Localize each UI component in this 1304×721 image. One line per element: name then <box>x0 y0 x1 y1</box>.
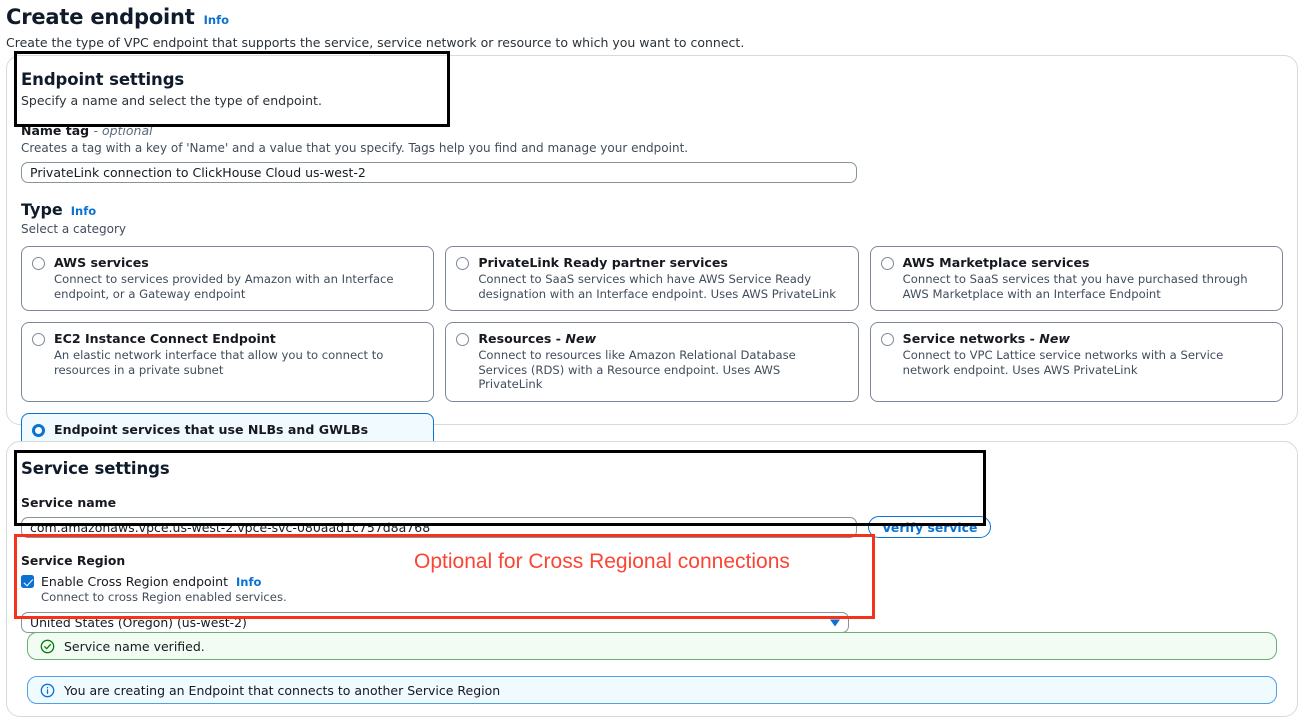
alert-text: You are creating an Endpoint that connec… <box>64 682 501 698</box>
verify-service-button[interactable]: Verify service <box>868 516 992 538</box>
type-option-description: Connect to services provided by Amazon w… <box>54 272 394 301</box>
service-settings-panel: Service settings Service name Verify ser… <box>6 441 1298 717</box>
name-tag-optional-suffix: - optional <box>93 123 153 138</box>
service-name-field-group: Service name Verify service <box>21 495 1283 538</box>
name-tag-field-group: Name tag - optional Creates a tag with a… <box>21 123 1283 183</box>
type-option-title: EC2 Instance Connect Endpoint <box>54 331 276 346</box>
annotation-optional-cross-regional: Optional for Cross Regional connections <box>414 550 790 573</box>
service-name-input[interactable] <box>21 516 857 538</box>
enable-cross-region-hint: Connect to cross Region enabled services… <box>41 590 287 604</box>
type-option-description: Connect to VPC Lattice service networks … <box>902 348 1224 377</box>
page-title-row: Create endpoint Info <box>6 4 1304 30</box>
radio-icon[interactable] <box>456 333 470 346</box>
type-option-service-networks[interactable]: Service networks - New Connect to VPC La… <box>869 322 1283 402</box>
service-region-label: Service Region <box>21 553 126 568</box>
type-label: Type <box>21 200 63 219</box>
name-tag-label: Name tag - optional <box>21 123 1283 139</box>
radio-icon[interactable] <box>456 257 470 270</box>
type-option-title: Resources - New <box>478 331 847 347</box>
radio-icon[interactable] <box>32 257 45 270</box>
type-option-title: AWS Marketplace services <box>902 255 1090 270</box>
service-region-select-wrap: United States (Oregon) (us-west-2) <box>21 612 849 633</box>
enable-cross-region-checkbox[interactable] <box>21 575 34 588</box>
page-info-link[interactable]: Info <box>203 13 230 27</box>
type-option-aws-services[interactable]: AWS services Connect to services provide… <box>21 246 435 311</box>
type-option-badge: New <box>1039 331 1071 346</box>
type-option-description: Connect to SaaS services that you have p… <box>902 272 1248 301</box>
check-circle-icon <box>40 639 55 653</box>
alert-cross-service-region: You are creating an Endpoint that connec… <box>27 676 1277 704</box>
type-hint: Select a category <box>21 222 127 236</box>
type-option-aws-marketplace-services[interactable]: AWS Marketplace services Connect to SaaS… <box>869 246 1283 311</box>
type-heading-row: Type Info <box>21 200 1283 220</box>
service-settings-title: Service settings <box>21 459 170 478</box>
info-circle-icon <box>40 683 55 697</box>
type-option-description: Connect to resources like Amazon Relatio… <box>478 348 796 391</box>
service-name-label: Service name <box>21 495 117 510</box>
radio-icon-selected[interactable] <box>32 423 45 437</box>
page-header: Create endpoint Info Create the type of … <box>0 0 1304 51</box>
name-tag-input[interactable] <box>21 162 857 183</box>
type-option-description: An elastic network interface that allow … <box>54 348 384 377</box>
type-option-badge: New <box>565 331 597 346</box>
type-option-title: AWS services <box>54 255 149 270</box>
endpoint-settings-panel: Endpoint settings Specify a name and sel… <box>6 51 1298 507</box>
type-option-ec2-instance-connect-endpoint[interactable]: EC2 Instance Connect Endpoint An elastic… <box>21 322 435 402</box>
type-option-title: Service networks - New <box>903 331 1272 347</box>
alert-text: Service name verified. <box>64 638 205 654</box>
type-option-title: PrivateLink Ready partner services <box>478 255 728 270</box>
type-option-description: Connect to SaaS services which have AWS … <box>478 272 836 301</box>
type-option-title: Endpoint services that use NLBs and GWLB… <box>54 421 369 437</box>
type-option-privatelink-ready-partner-services[interactable]: PrivateLink Ready partner services Conne… <box>445 246 859 311</box>
type-option-title-text: Service networks - <box>902 331 1035 346</box>
name-tag-hint: Creates a tag with a key of 'Name' and a… <box>21 141 689 155</box>
type-option-title-text: Resources - <box>478 331 562 346</box>
radio-icon[interactable] <box>880 333 894 346</box>
radio-icon[interactable] <box>880 257 894 270</box>
alert-service-name-verified: Service name verified. <box>27 632 1277 660</box>
enable-cross-region-row[interactable]: Enable Cross Region endpoint Info Connec… <box>21 574 1283 605</box>
cross-region-info-link[interactable]: Info <box>235 575 262 589</box>
endpoint-settings-title: Endpoint settings <box>21 70 185 89</box>
name-tag-label-text: Name tag <box>21 123 90 138</box>
endpoint-settings-description: Specify a name and select the type of en… <box>21 93 322 108</box>
page-title: Create endpoint <box>6 5 195 29</box>
type-option-resources[interactable]: Resources - New Connect to resources lik… <box>445 322 859 402</box>
enable-cross-region-label: Enable Cross Region endpoint <box>41 574 228 589</box>
service-region-selected-value: United States (Oregon) (us-west-2) <box>30 615 247 630</box>
service-region-select[interactable]: United States (Oregon) (us-west-2) <box>21 612 849 633</box>
type-info-link[interactable]: Info <box>70 204 97 218</box>
radio-icon[interactable] <box>32 333 45 346</box>
page-description: Create the type of VPC endpoint that sup… <box>6 35 745 50</box>
